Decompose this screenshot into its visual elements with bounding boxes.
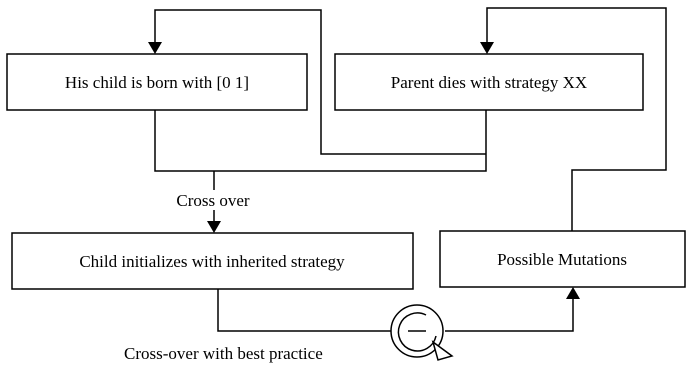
node-mutations-label: Possible Mutations	[497, 250, 627, 269]
node-mutations: Possible Mutations	[439, 230, 686, 288]
best-practice-label: Cross-over with best practice	[124, 344, 323, 363]
arrowhead-parent-dies	[480, 42, 494, 54]
loop-to-parent-dies	[486, 7, 667, 231]
node-child-born: His child is born with [0 1]	[6, 53, 308, 111]
merge-lines	[154, 110, 487, 172]
node-child-born-label: His child is born with [0 1]	[65, 73, 249, 92]
node-child-init-label: Child initializes with inherited strateg…	[79, 252, 345, 271]
node-parent-dies: Parent dies with strategy XX	[334, 53, 644, 111]
node-child-init: Child initializes with inherited strateg…	[11, 232, 414, 290]
cross-over-label: Cross over	[176, 191, 250, 210]
recycle-icon	[390, 304, 454, 361]
arrowhead-mutations	[566, 287, 580, 299]
best-practice-line	[217, 289, 393, 332]
to-mutations-line	[445, 297, 574, 332]
loop-to-child-born	[154, 9, 486, 155]
arrowhead-child-born	[148, 42, 162, 54]
node-parent-dies-label: Parent dies with strategy XX	[391, 73, 587, 92]
arrowhead-child-init	[207, 221, 221, 233]
cross-over-label-bg	[161, 190, 267, 210]
